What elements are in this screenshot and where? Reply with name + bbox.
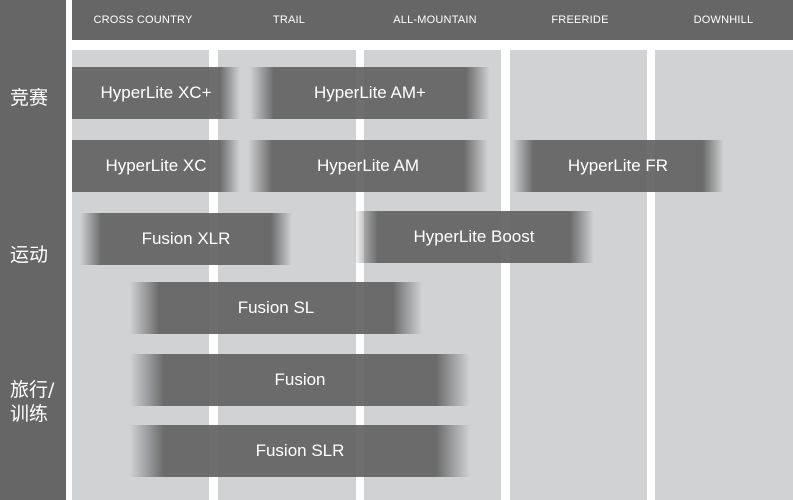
row-label-training: 训练 <box>10 403 49 425</box>
column-header-downhill: DOWNHILL <box>693 14 754 26</box>
product-bar-fusion-sl: Fusion SL <box>130 282 422 334</box>
product-bar-hyperlite-fr: HyperLite FR <box>512 140 724 192</box>
row-label-race: 竞赛 <box>10 87 49 109</box>
product-bar-fusion-slr: Fusion SLR <box>130 425 470 477</box>
row-label-travel: 旅行/ <box>10 379 55 401</box>
column-header-trail: TRAIL <box>272 14 306 26</box>
column-header-cross-country: CROSS COUNTRY <box>93 14 193 26</box>
product-bar-fusion-xlr: Fusion XLR <box>80 213 292 265</box>
column-downhill <box>655 50 793 500</box>
product-bar-hyperlite-am: HyperLite AM <box>248 140 488 192</box>
product-bar-hyperlite-am-plus: HyperLite AM+ <box>250 67 490 119</box>
product-bar-hyperlite-boost: HyperLite Boost <box>354 211 594 263</box>
category-header: CROSS COUNTRY TRAIL ALL-MOUNTAIN FREERID… <box>72 0 793 40</box>
column-header-freeride: FREERIDE <box>551 14 609 26</box>
row-label-sport: 运动 <box>10 244 49 266</box>
row-label-sidebar: 竞赛 运动 旅行/ 训练 <box>0 0 66 500</box>
column-header-all-mountain: ALL-MOUNTAIN <box>393 14 477 26</box>
product-bar-fusion: Fusion <box>130 354 470 406</box>
product-bar-hyperlite-xc-plus: HyperLite XC+ <box>72 67 240 119</box>
product-bar-hyperlite-xc: HyperLite XC <box>72 140 240 192</box>
column-freeride <box>510 50 647 500</box>
